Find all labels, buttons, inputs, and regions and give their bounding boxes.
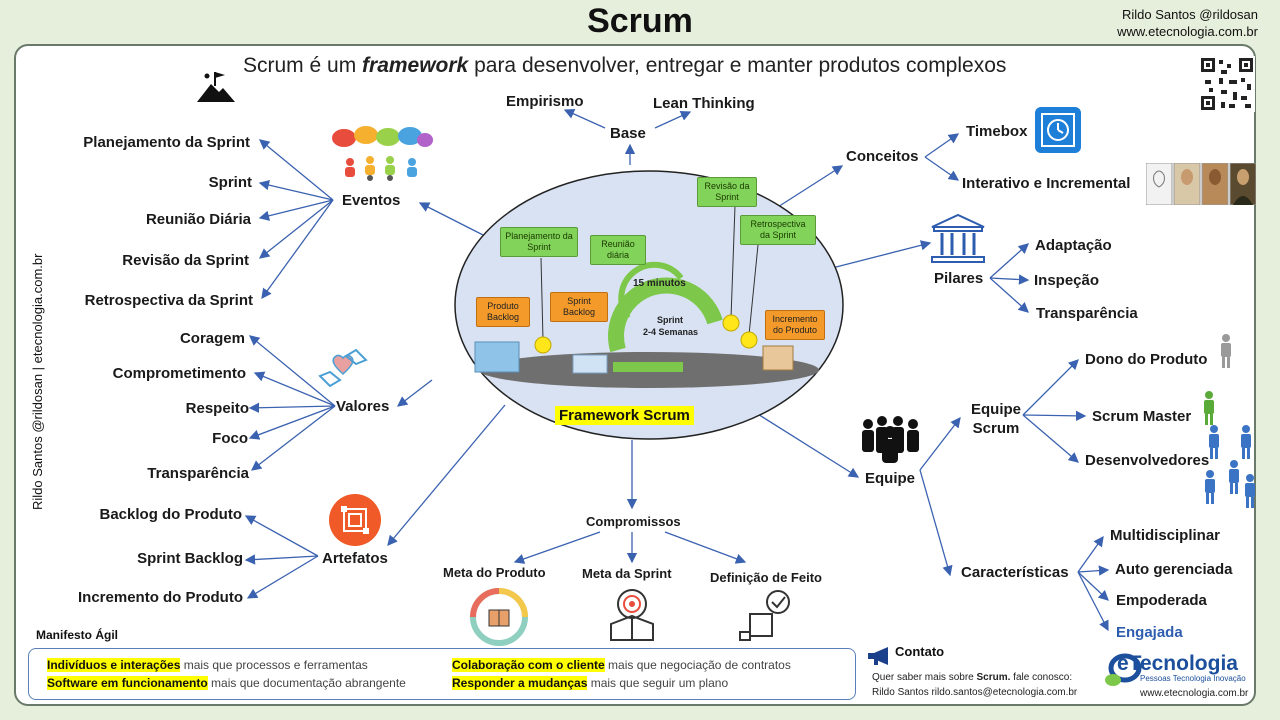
conceitos-item: Interativo e Incremental (962, 175, 1131, 192)
team-group-icon (862, 416, 919, 463)
fw-box-incremento: Incremento do Produto (765, 310, 825, 340)
pilares-item: Inspeção (1034, 272, 1100, 289)
brand-name: eTecnologia (1117, 652, 1238, 675)
eventos-item: Retrospectiva da Sprint (84, 292, 253, 309)
equipe-scrum-item: Dono do Produto (1085, 351, 1208, 368)
summit-flag-icon (197, 72, 235, 102)
etecnologia-logo-icon (1105, 653, 1142, 686)
brand-tagline: Pessoas Tecnologia Inovação (1140, 674, 1246, 683)
eventos-people-icon (332, 126, 433, 181)
fw-box-retrospectiva: Retrospectiva da Sprint (740, 215, 816, 245)
pilares-label: Pilares (934, 270, 984, 287)
equipe-scrum-label: Equipe Scrum (970, 401, 1021, 437)
caracteristicas-item: Auto gerenciada (1115, 561, 1233, 578)
megaphone-icon (868, 647, 888, 665)
contact-info: Quer saber mais sobre Scrum. fale conosc… (872, 670, 1077, 700)
pillars-building-icon (931, 213, 985, 263)
equipe-scrum-item: Scrum Master (1092, 408, 1192, 425)
subtitle: Scrum é um framework para desenvolver, e… (243, 54, 1007, 77)
pilares-item: Adaptação (1035, 237, 1112, 254)
pilares-item: Transparência (1036, 305, 1138, 322)
page-title: Scrum (587, 2, 693, 40)
base-item: Empirismo (506, 93, 584, 110)
base-item: Lean Thinking (653, 95, 755, 112)
subtitle-emphasis: framework (362, 54, 469, 77)
valores-item: Respeito (185, 400, 249, 417)
caracteristicas-label: Características (961, 564, 1069, 581)
compromissos-item: Meta do Produto (443, 565, 546, 580)
manifesto-line: Responder a mudanças mais que seguir um … (452, 676, 729, 690)
caracteristicas-item: Empoderada (1116, 592, 1207, 609)
fw-box-revisao: Revisão da Sprint (697, 177, 757, 207)
caracteristicas-item: Engajada (1116, 624, 1183, 641)
artefatos-icon (329, 494, 381, 546)
valores-item: Comprometimento (112, 365, 246, 382)
conceitos-item: Timebox (966, 123, 1028, 140)
contact-label: Contato (895, 644, 945, 659)
compromissos-item: Meta da Sprint (582, 566, 672, 581)
artefatos-item: Backlog do Produto (99, 506, 243, 523)
author-site[interactable]: www.etecnologia.com.br (1117, 24, 1258, 39)
valores-item: Foco (212, 430, 248, 447)
artefatos-item: Incremento do Produto (78, 589, 243, 606)
qr-code-icon (1199, 56, 1255, 112)
eventos-item: Planejamento da Sprint (83, 134, 250, 151)
fw-box-sprint-backlog: Sprint Backlog (550, 292, 608, 322)
caracteristicas-item: Multidisciplinar (1110, 527, 1221, 544)
artefatos-item: Sprint Backlog (137, 550, 243, 567)
fw-box-produto-backlog: Produto Backlog (476, 297, 530, 327)
compromissos-item: Definição de Feito (710, 570, 822, 585)
valores-item: Transparência (147, 465, 249, 482)
manifesto-line: Software em funcionamento mais que docum… (47, 676, 406, 690)
fw-minutes: 15 minutos (633, 278, 686, 289)
person-gray-icon (1221, 334, 1231, 368)
contact-line1: Quer saber mais sobre Scrum. fale conosc… (872, 672, 1073, 683)
eventos-label: Eventos (342, 192, 401, 209)
eventos-item: Revisão da Sprint (122, 252, 249, 269)
manifesto-title: Manifesto Ágil (36, 628, 119, 642)
valores-item: Coragem (179, 330, 245, 347)
equipe-scrum-item: Desenvolvedores (1085, 452, 1210, 469)
fw-sprint: Sprint (657, 315, 683, 325)
product-goal-icon (470, 588, 528, 646)
eventos-item: Reunião Diária (145, 211, 251, 228)
compromissos-label: Compromissos (586, 514, 681, 529)
eventos-item: Sprint (208, 174, 252, 191)
incremental-paintings-icon (1146, 163, 1256, 205)
author-name: Rildo Santos @rildosan (1121, 7, 1258, 22)
fw-weeks: 2-4 Semanas (643, 327, 699, 337)
fw-box-planejamento: Planejamento da Sprint (500, 227, 578, 257)
manifesto-box: Indivíduos e interações mais que process… (28, 648, 856, 700)
sprint-goal-target-icon (610, 589, 654, 641)
valores-label: Valores (336, 398, 390, 415)
developers-people-icon (1205, 425, 1255, 508)
conceitos-label: Conceitos (846, 148, 919, 165)
equipe-label: Equipe (865, 470, 916, 487)
fw-box-reuniao: Reunião diária (590, 235, 646, 265)
definition-of-done-icon (739, 590, 790, 641)
manifesto-line: Indivíduos e interações mais que process… (47, 658, 368, 672)
person-green-icon (1204, 391, 1214, 425)
contact-email[interactable]: Rildo Santos rildo.santos@etecnologia.co… (872, 687, 1078, 698)
brand-url[interactable]: www.etecnologia.com.br (1140, 688, 1249, 699)
author-block: Rildo Santos @rildosan www.etecnologia.c… (1117, 6, 1258, 40)
base-label: Base (610, 125, 646, 142)
hands-heart-icon (318, 348, 368, 388)
manifesto-line: Colaboração com o cliente mais que negoc… (452, 658, 791, 672)
timebox-clock-icon (1035, 107, 1081, 153)
artefatos-label: Artefatos (322, 550, 388, 567)
framework-label: Framework Scrum (555, 406, 694, 425)
